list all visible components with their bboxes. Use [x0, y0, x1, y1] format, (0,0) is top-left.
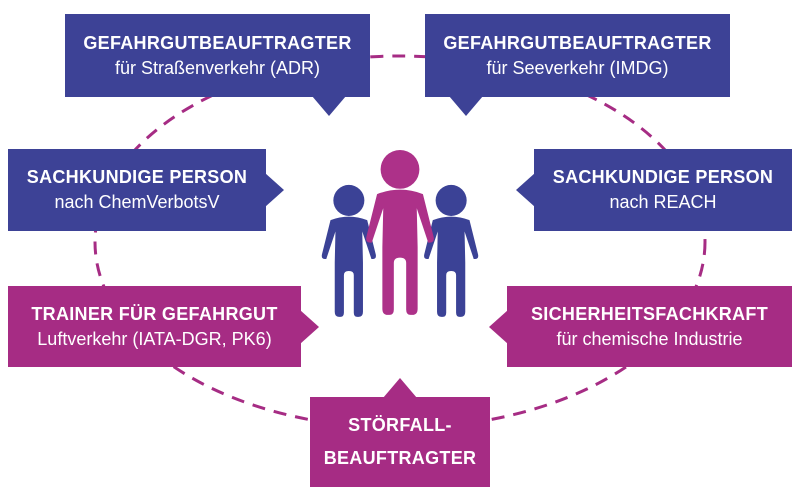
node-subtitle: für chemische Industrie — [556, 328, 743, 349]
node-title: GEFAHRGUTBEAUFTRAGTER — [83, 32, 352, 53]
node-title: SICHERHEITSFACHKRAFT — [530, 303, 768, 324]
node-trainer-gefahrgut: TRAINER FÜR GEFAHRGUT Luftverkehr (IATA-… — [8, 286, 319, 367]
node-title: GEFAHRGUTBEAUFTRAGTER — [443, 32, 712, 53]
node-title: STÖRFALL- — [348, 415, 452, 435]
node-subtitle: für Straßenverkehr (ADR) — [114, 57, 321, 78]
person-left-icon — [321, 184, 376, 317]
node-pointer-icon — [265, 173, 284, 207]
node-pointer-icon — [312, 96, 346, 116]
node-subtitle: für Seeverkehr (IMDG) — [486, 57, 669, 78]
node-title: TRAINER FÜR GEFAHRGUT — [31, 303, 278, 324]
node-pointer-icon — [300, 309, 319, 344]
node-pointer-icon — [383, 378, 417, 398]
node-subtitle: nach ChemVerbotsV — [54, 192, 220, 212]
node-title: SACHKUNDIGE PERSON — [26, 167, 248, 187]
node-sachkundige-chemverbotsv: SACHKUNDIGE PERSON nach ChemVerbotsV — [8, 149, 284, 231]
node-gefahrgutbeauftragter-adr: GEFAHRGUTBEAUFTRAGTER für Straßenverkehr… — [65, 14, 370, 116]
node-pointer-icon — [516, 173, 535, 207]
node-sachkundige-reach: SACHKUNDIGE PERSON nach REACH — [516, 149, 792, 231]
node-stoerfallbeauftragter: STÖRFALL- BEAUFTRAGTER — [310, 378, 490, 487]
node-gefahrgutbeauftragter-imdg: GEFAHRGUTBEAUFTRAGTER für Seeverkehr (IM… — [425, 14, 730, 116]
node-subtitle: Luftverkehr (IATA-DGR, PK6) — [37, 328, 272, 349]
node-subtitle: BEAUFTRAGTER — [323, 448, 477, 468]
node-pointer-icon — [449, 96, 483, 116]
node-pointer-icon — [489, 309, 508, 344]
person-center-icon — [366, 149, 434, 315]
person-right-icon — [424, 184, 479, 317]
node-subtitle: nach REACH — [609, 192, 717, 212]
node-title: SACHKUNDIGE PERSON — [552, 167, 774, 187]
people-group-icon — [321, 149, 479, 317]
node-sicherheitsfachkraft: SICHERHEITSFACHKRAFT für chemische Indus… — [489, 286, 792, 367]
